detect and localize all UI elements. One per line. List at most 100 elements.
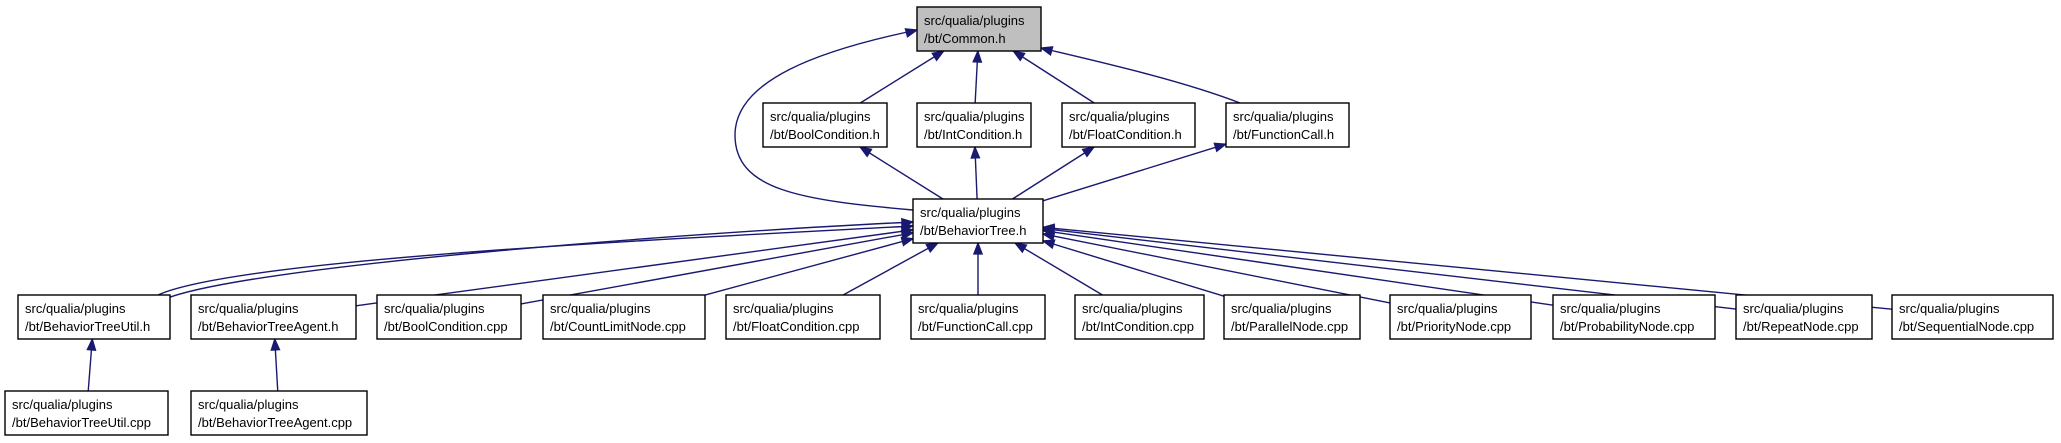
- node-label-line2: /bt/ParallelNode.cpp: [1231, 319, 1348, 334]
- node-label-line2: /bt/IntCondition.h: [924, 127, 1022, 142]
- node-probability_cpp[interactable]: src/qualia/plugins/bt/ProbabilityNode.cp…: [1552, 294, 1716, 340]
- node-box: [910, 294, 1046, 340]
- edge-countlimit_cpp-to-behaviortree_h: [704, 236, 915, 296]
- node-priority_cpp[interactable]: src/qualia/plugins/bt/PriorityNode.cpp: [1389, 294, 1532, 340]
- edge-line: [704, 237, 914, 296]
- node-box: [190, 294, 357, 340]
- edge-line: [1014, 242, 1103, 296]
- node-label-line2: /bt/FunctionCall.h: [1233, 127, 1334, 142]
- edge-line: [859, 50, 945, 104]
- node-boolcond_cpp[interactable]: src/qualia/plugins/bt/BoolCondition.cpp: [376, 294, 522, 340]
- node-label-line2: /bt/CountLimitNode.cpp: [550, 319, 686, 334]
- node-btagent_h[interactable]: src/qualia/plugins/bt/BehaviorTreeAgent.…: [190, 294, 357, 340]
- node-label-line1: src/qualia/plugins: [25, 301, 126, 316]
- edge-intcond_h-to-common: [972, 49, 983, 104]
- node-label-line2: /bt/FloatCondition.h: [1069, 127, 1182, 142]
- edge-behaviortree_h-to-floatcond_h: [1012, 146, 1096, 200]
- node-label-line2: /bt/ProbabilityNode.cpp: [1560, 319, 1694, 334]
- node-box: [912, 198, 1044, 244]
- edge-line: [1042, 229, 1554, 306]
- edge-arrowhead: [1013, 242, 1028, 254]
- node-sequential_cpp[interactable]: src/qualia/plugins/bt/SequentialNode.cpp: [1891, 294, 2054, 340]
- node-label-line1: src/qualia/plugins: [198, 397, 299, 412]
- node-label-line2: /bt/FloatCondition.cpp: [733, 319, 859, 334]
- node-btutil_cpp[interactable]: src/qualia/plugins/bt/BehaviorTreeUtil.c…: [4, 390, 169, 436]
- node-label-line2: /bt/IntCondition.cpp: [1082, 319, 1194, 334]
- edge-boolcond_h-to-common: [859, 50, 946, 104]
- edge-line: [1012, 50, 1095, 104]
- node-box: [1891, 294, 2054, 340]
- node-label-line2: /bt/BehaviorTreeUtil.h: [25, 319, 150, 334]
- node-label-line1: src/qualia/plugins: [1069, 109, 1170, 124]
- edge-priority_cpp-to-behaviortree_h: [1041, 231, 1391, 304]
- node-box: [1074, 294, 1205, 340]
- edge-arrowhead: [858, 146, 873, 158]
- node-label-line1: src/qualia/plugins: [733, 301, 834, 316]
- node-label-line1: src/qualia/plugins: [1560, 301, 1661, 316]
- edge-boolcond_cpp-to-behaviortree_h: [520, 229, 915, 305]
- node-label-line2: /bt/SequentialNode.cpp: [1899, 319, 2034, 334]
- node-boolcond_h[interactable]: src/qualia/plugins/bt/BoolCondition.h: [762, 102, 888, 148]
- node-label-line1: src/qualia/plugins: [550, 301, 651, 316]
- edge-intcond_cpp-to-behaviortree_h: [1013, 242, 1103, 296]
- node-label-line1: src/qualia/plugins: [920, 205, 1021, 220]
- node-box: [376, 294, 522, 340]
- node-countlimit_cpp[interactable]: src/qualia/plugins/bt/CountLimitNode.cpp: [542, 294, 706, 340]
- node-behaviortree_h[interactable]: src/qualia/plugins/bt/BehaviorTree.h: [912, 198, 1044, 244]
- node-label-line1: src/qualia/plugins: [1082, 301, 1183, 316]
- node-floatcond_cpp[interactable]: src/qualia/plugins/bt/FloatCondition.cpp: [725, 294, 881, 340]
- edge-arrowhead: [904, 28, 919, 38]
- edge-line: [1042, 143, 1227, 202]
- edge-arrowhead: [1011, 50, 1026, 62]
- node-box: [4, 390, 169, 436]
- node-box: [1389, 294, 1532, 340]
- edge-parallel_cpp-to-behaviortree_h: [1041, 239, 1225, 297]
- node-label-line1: src/qualia/plugins: [918, 301, 1019, 316]
- edge-arrowhead: [86, 337, 97, 351]
- edge-funccall_h-to-common: [1039, 46, 1241, 104]
- node-common[interactable]: src/qualia/plugins/bt/Common.h: [916, 6, 1042, 52]
- node-intcond_h[interactable]: src/qualia/plugins/bt/IntCondition.h: [916, 102, 1032, 148]
- node-label-line2: /bt/BoolCondition.h: [770, 127, 880, 142]
- edge-arrowhead: [900, 236, 915, 247]
- edge-btutil_cpp-to-btutil_h: [86, 337, 97, 392]
- edge-line: [1012, 146, 1095, 200]
- node-btagent_cpp[interactable]: src/qualia/plugins/bt/BehaviorTreeAgent.…: [190, 390, 368, 436]
- node-label-line2: /bt/Common.h: [924, 31, 1006, 46]
- edge-btutil_cpp-to-behaviortree_h: [164, 217, 915, 300]
- edge-arrowhead: [970, 145, 981, 159]
- node-label-line1: src/qualia/plugins: [1899, 301, 2000, 316]
- edge-arrowhead: [270, 337, 281, 351]
- node-floatcond_h[interactable]: src/qualia/plugins/bt/FloatCondition.h: [1061, 102, 1196, 148]
- edge-line: [1042, 240, 1225, 297]
- edge-arrowhead: [900, 229, 915, 240]
- edge-arrowhead: [901, 217, 915, 228]
- node-label-line2: /bt/BehaviorTreeAgent.h: [198, 319, 338, 334]
- node-btutil_h[interactable]: src/qualia/plugins/bt/BehaviorTreeUtil.h: [17, 294, 171, 340]
- node-funccall_h[interactable]: src/qualia/plugins/bt/FunctionCall.h: [1225, 102, 1350, 148]
- node-funccall_cpp[interactable]: src/qualia/plugins/bt/FunctionCall.cpp: [910, 294, 1046, 340]
- edge-arrowhead: [925, 242, 940, 254]
- node-box: [762, 102, 888, 148]
- node-box: [1552, 294, 1716, 340]
- edge-line: [859, 146, 944, 200]
- edge-floatcond_cpp-to-behaviortree_h: [842, 242, 940, 296]
- node-box: [1225, 102, 1350, 148]
- node-repeat_cpp[interactable]: src/qualia/plugins/bt/RepeatNode.cpp: [1735, 294, 1873, 340]
- node-box: [916, 102, 1032, 148]
- node-label-line1: src/qualia/plugins: [1743, 301, 1844, 316]
- edge-btutil_h-to-behaviortree_h: [157, 221, 915, 296]
- node-box: [17, 294, 171, 340]
- node-intcond_cpp[interactable]: src/qualia/plugins/bt/IntCondition.cpp: [1074, 294, 1205, 340]
- edge-arrowhead: [972, 49, 983, 63]
- node-label-line1: src/qualia/plugins: [198, 301, 299, 316]
- node-label-line1: src/qualia/plugins: [1397, 301, 1498, 316]
- node-parallel_cpp[interactable]: src/qualia/plugins/bt/ParallelNode.cpp: [1223, 294, 1361, 340]
- node-label-line1: src/qualia/plugins: [924, 13, 1025, 28]
- edge-line: [1042, 233, 1391, 304]
- node-label-line1: src/qualia/plugins: [924, 109, 1025, 124]
- edge-line: [164, 221, 914, 300]
- node-label-line2: /bt/PriorityNode.cpp: [1397, 319, 1511, 334]
- edge-behaviortree_h-to-intcond_h: [970, 145, 981, 200]
- node-label-line2: /bt/BehaviorTree.h: [920, 223, 1026, 238]
